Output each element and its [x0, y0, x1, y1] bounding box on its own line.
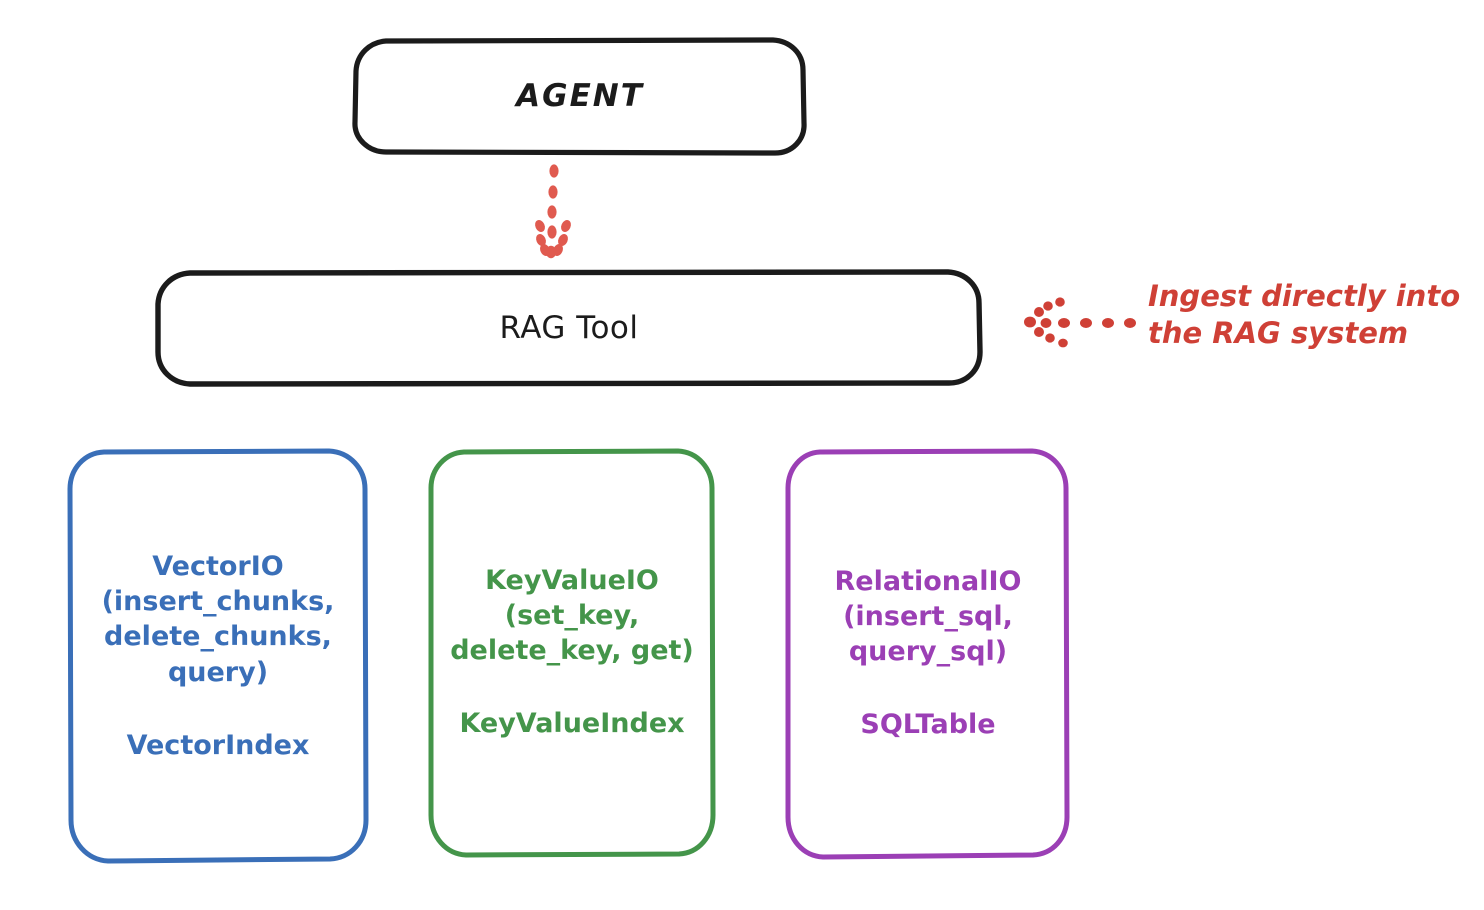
agent-to-rag-arrow — [535, 164, 571, 259]
key-value-io-card[interactable] — [428, 448, 716, 858]
vector-io-card[interactable] — [67, 448, 369, 864]
rag-tool-box[interactable] — [155, 269, 983, 387]
ingest-to-rag-arrow — [1024, 297, 1136, 348]
relational-io-card[interactable] — [785, 448, 1070, 860]
agent-box[interactable] — [352, 37, 807, 156]
